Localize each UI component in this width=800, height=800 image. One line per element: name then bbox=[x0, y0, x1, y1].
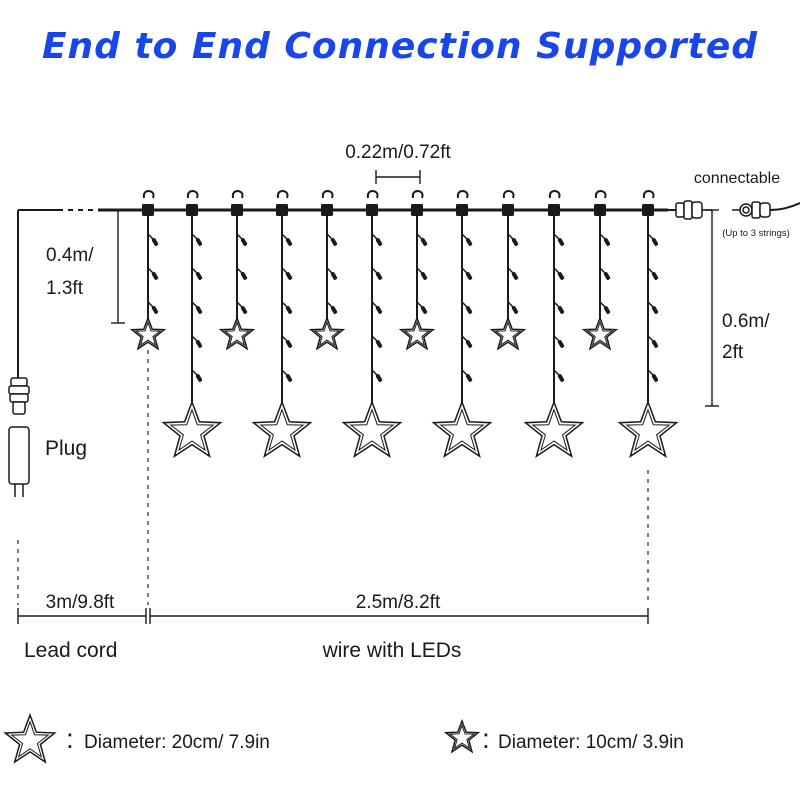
page-title: End to End Connection Supported bbox=[41, 26, 759, 67]
plug-label: Plug bbox=[45, 437, 87, 460]
long-strand bbox=[523, 189, 585, 459]
large-star-icon bbox=[617, 399, 679, 459]
large-star-icon bbox=[3, 712, 57, 764]
lead-length-label: 3m/9.8ft bbox=[46, 592, 115, 613]
led-length-label: 2.5m/8.2ft bbox=[356, 592, 441, 613]
spacing-label: 0.22m/0.72ft bbox=[345, 142, 451, 163]
large-star-icon bbox=[3, 712, 57, 764]
legend-small-text: Diameter: 10cm/ 3.9in bbox=[498, 732, 684, 753]
long-strand bbox=[617, 189, 679, 459]
large-star-icon bbox=[161, 399, 223, 459]
connectable-note: (Up to 3 strings) bbox=[722, 228, 790, 239]
led-wire-label: wire with LEDs bbox=[322, 639, 462, 662]
small-star-icon bbox=[398, 315, 436, 351]
short-drop-label-line2: 1.3ft bbox=[46, 278, 84, 299]
long-strand bbox=[431, 189, 493, 459]
large-star-icon bbox=[341, 399, 403, 459]
small-star-icon bbox=[443, 718, 481, 754]
connectable-label: connectable bbox=[694, 170, 780, 187]
plug-icon bbox=[8, 377, 30, 497]
small-star-icon bbox=[489, 315, 527, 351]
long-drop-label-line1: 0.6m/ bbox=[722, 311, 770, 332]
svg-text::: : bbox=[66, 723, 74, 754]
large-star-icon bbox=[523, 399, 585, 459]
short-strand bbox=[218, 189, 256, 351]
legend-large-text: Diameter: 20cm/ 7.9in bbox=[84, 732, 270, 753]
short-strand bbox=[308, 189, 346, 351]
short-drop-label-line1: 0.4m/ bbox=[46, 245, 94, 266]
small-star-icon bbox=[308, 315, 346, 351]
long-drop-label-line2: 2ft bbox=[722, 342, 744, 363]
short-strand bbox=[398, 189, 436, 351]
long-strand bbox=[251, 189, 313, 459]
small-star-icon bbox=[581, 315, 619, 351]
short-strand bbox=[581, 189, 619, 351]
large-star-icon bbox=[431, 399, 493, 459]
female-connector-icon bbox=[732, 201, 800, 219]
long-strand bbox=[341, 189, 403, 459]
lead-cord-label: Lead cord bbox=[24, 639, 117, 662]
long-strand bbox=[161, 189, 223, 459]
svg-text::: : bbox=[482, 723, 490, 754]
small-star-icon bbox=[218, 315, 256, 351]
small-star-icon bbox=[129, 315, 167, 351]
small-star-icon bbox=[443, 718, 481, 754]
male-connector-icon bbox=[675, 200, 712, 220]
short-strand bbox=[489, 189, 527, 351]
large-star-icon bbox=[251, 399, 313, 459]
short-strand bbox=[129, 189, 167, 351]
